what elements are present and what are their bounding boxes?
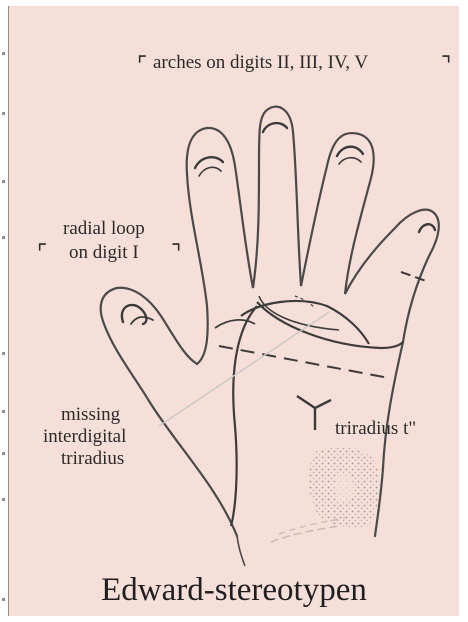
edge-mark [2,410,5,413]
arch-digit-iii [263,123,287,132]
radial-loop-bracket-left: ⌜ [37,242,47,264]
edge-mark [2,498,5,501]
arches-bracket-right: ⌝ [441,54,451,76]
radial-loop-tail [131,317,153,324]
arch-digit-v [419,224,435,232]
missing-label-line3: triradius [61,448,124,470]
missing-label-line2: interdigital [43,426,126,448]
proximal-crease [215,320,255,328]
hand-outline [101,107,439,536]
edge-mark [2,598,5,601]
crease-top [241,301,369,344]
caption: Edward-stereotypen [9,572,459,608]
edge-mark [2,352,5,355]
hand-illustration [9,6,459,616]
dashed-crease [219,346,389,378]
missing-label-line1: missing [61,404,120,426]
radial-loop-label-line2: on digit I [69,242,139,264]
arch-digit-iv-inner [339,158,361,164]
edge-mark [2,52,5,55]
arches-bracket-left: ⌜ [137,54,147,76]
arch-digit-iv [337,147,363,156]
edge-mark [2,452,5,455]
stipple-core [334,474,354,502]
radial-loop-label-line1: radial loop [63,218,145,240]
edge-mark [2,236,5,239]
radial-loop-bracket-right: ⌝ [171,242,181,264]
edge-mark [2,180,5,183]
arches-label: arches on digits II, III, IV, V [153,52,368,74]
wrist-dashes [271,526,339,542]
thenar-crease [231,306,257,526]
arch-digit-ii [195,157,223,168]
arch-digit-ii-inner [199,167,221,176]
little-finger-crease [401,272,429,282]
wrist-line [237,536,245,566]
crease-upper-arc [257,302,403,348]
triradius-mark [297,396,331,430]
triradius-label: triradius t" [335,418,416,440]
edge-mark [2,112,5,115]
diagram-panel: · · · · · · · · · · · · · ⌜ arches on di… [8,6,459,616]
faded-header-text: · · · · · · · · · · · · · [114,10,242,26]
